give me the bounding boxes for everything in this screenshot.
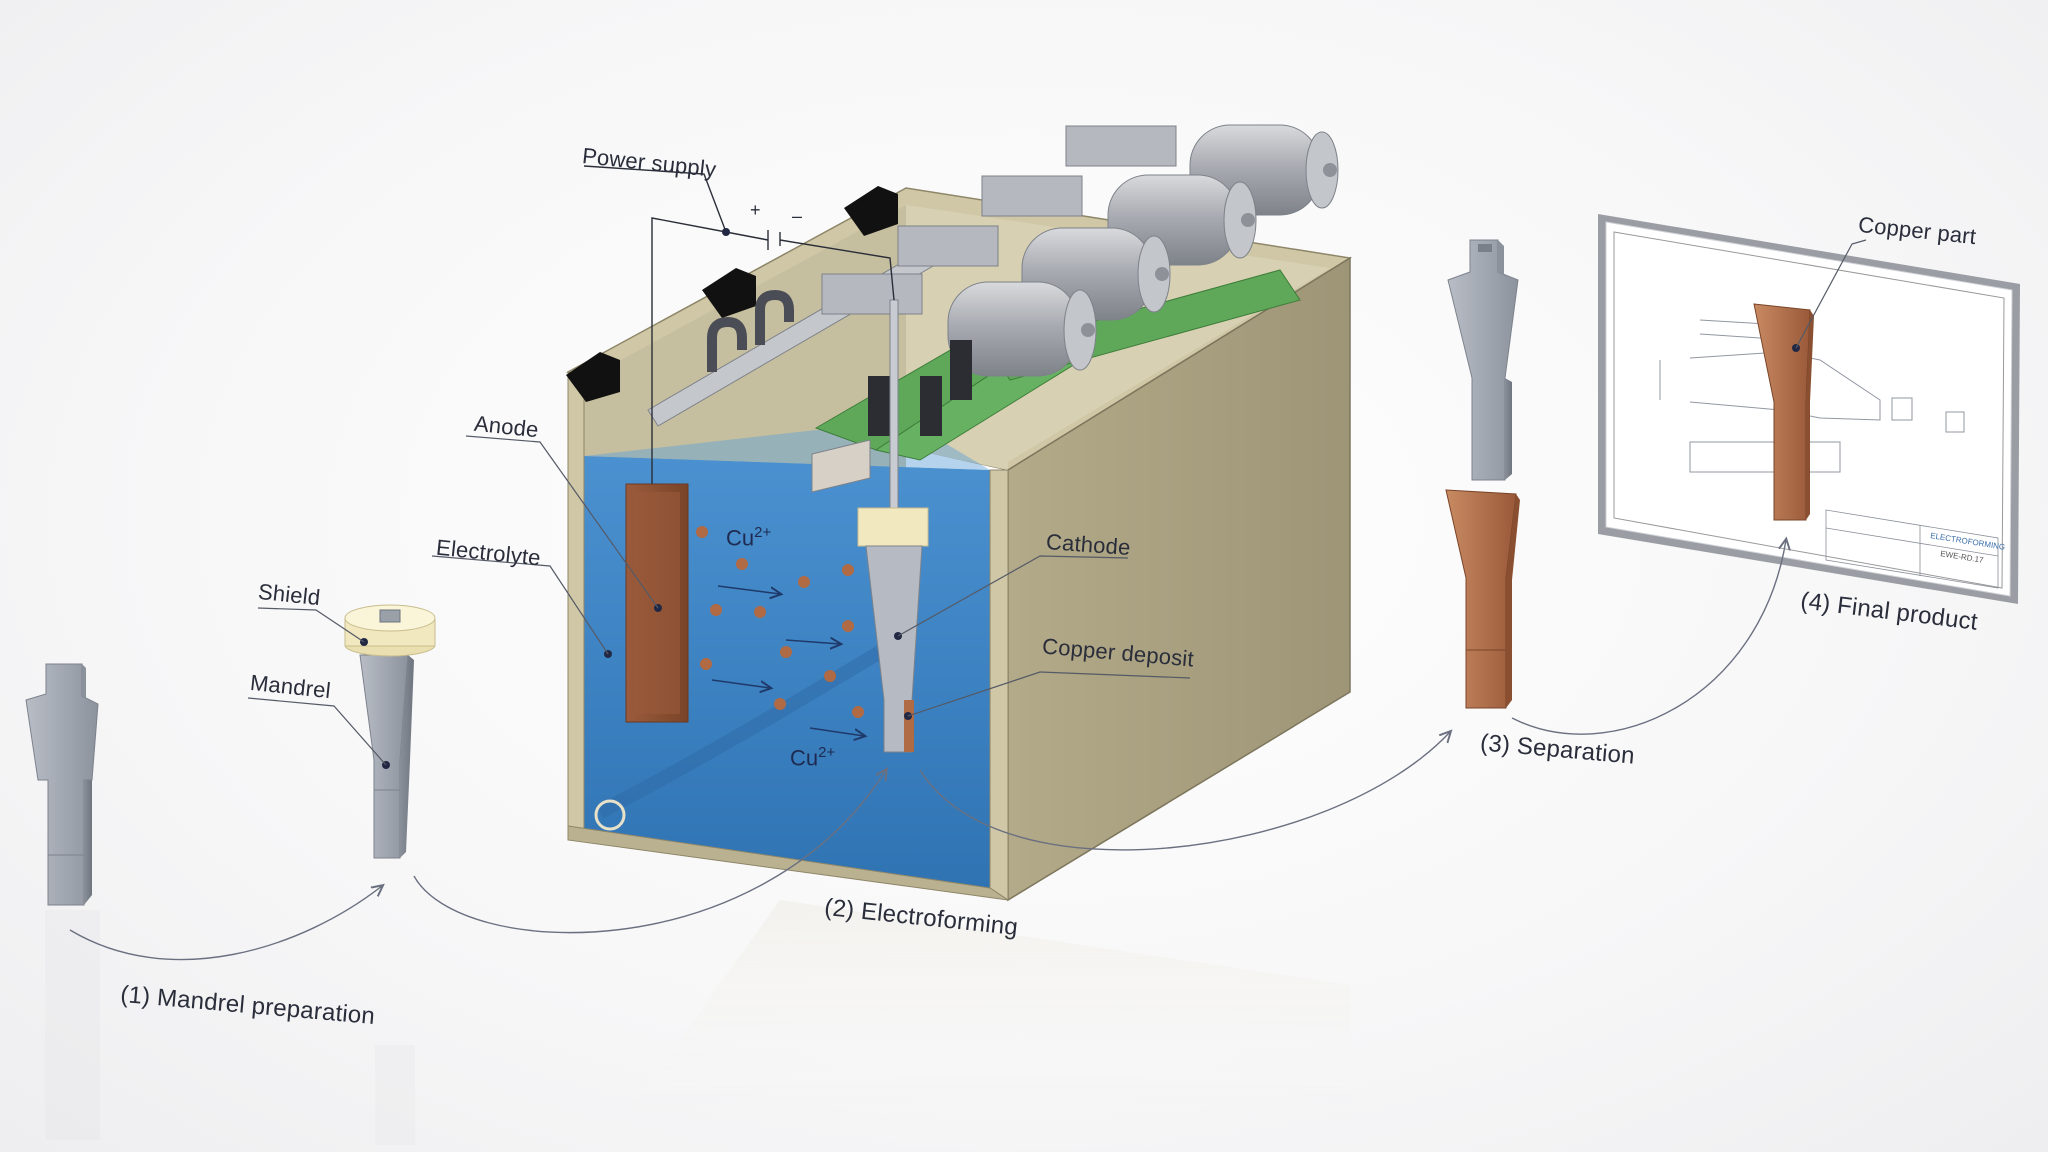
separated-mandrel — [1447, 239, 1519, 481]
mandrel-with-shield — [344, 604, 436, 859]
leader-lines-tank — [431, 435, 1191, 717]
rotation-motors — [811, 124, 1339, 493]
arrow-step3 — [919, 732, 1450, 851]
power-supply-circuit — [583, 165, 895, 484]
power-supply-dot — [722, 228, 730, 236]
final-product-drawing: ELECTROFORMING EWE-RD.17 — [1598, 214, 2020, 604]
clamp-2 — [702, 268, 756, 318]
motor-1 — [821, 273, 1097, 377]
separated-copper-part — [1445, 489, 1520, 709]
arrow-step4 — [1511, 540, 1786, 735]
ion-top-base: Cu — [726, 525, 755, 551]
arrow-step1 — [69, 886, 382, 961]
ion-bottom-charge: 2+ — [818, 744, 836, 761]
arrow-step2 — [413, 770, 886, 934]
ion-label-top: Cu2+ — [726, 524, 771, 551]
ion-top-charge: 2+ — [754, 524, 772, 541]
process-arrows — [69, 540, 1786, 961]
label-plus: + — [750, 200, 761, 220]
ion-flow-arrows — [711, 585, 864, 736]
anode-plate — [604, 483, 689, 723]
ion-bottom-base: Cu — [790, 745, 819, 771]
ion-label-bottom: Cu2+ — [790, 744, 835, 771]
clamp-3 — [844, 186, 898, 236]
label-minus: – — [792, 206, 803, 226]
cathode-assembly — [857, 299, 929, 753]
clamp-1 — [566, 352, 620, 402]
floor-reflection — [45, 900, 1350, 1152]
leader-lines-left — [247, 607, 387, 766]
copper-ions — [696, 526, 864, 718]
mandrel-bare — [25, 663, 99, 906]
